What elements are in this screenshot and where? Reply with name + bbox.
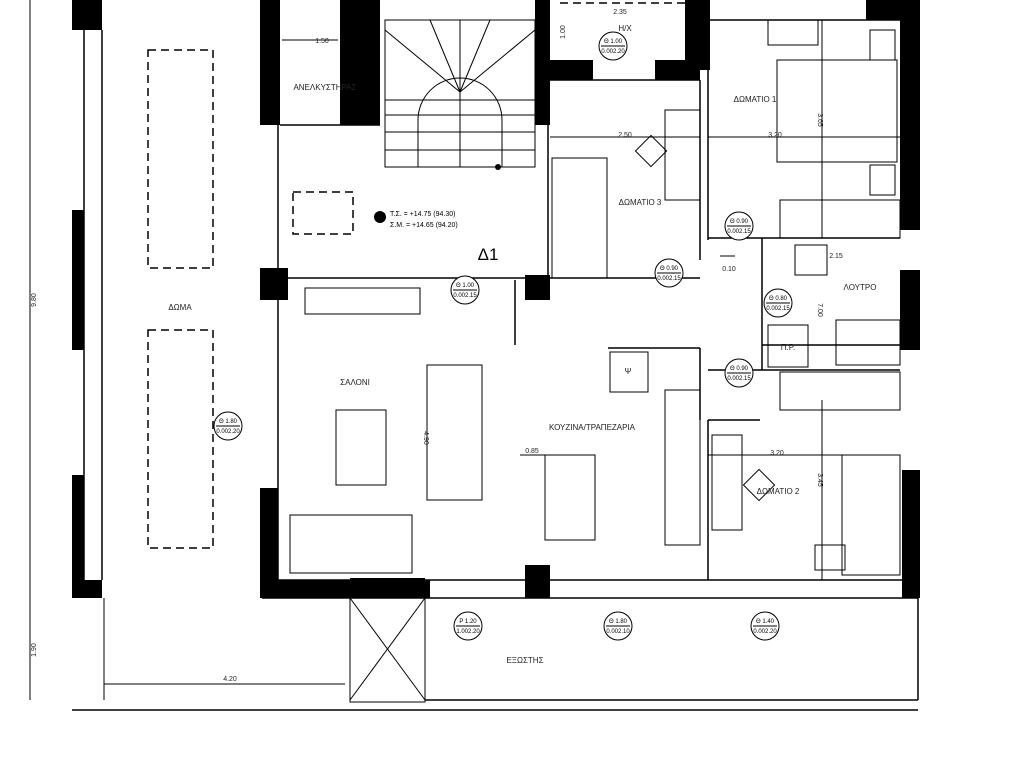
opening-tag: Θ 0.80 0.002.15 — [763, 288, 793, 318]
room-label-bedroom1: ΔΩΜΑΤΙΟ 1 — [734, 95, 777, 104]
opening-tag: Θ 0.90 0.002.15 — [724, 211, 754, 241]
dim-bedroom2-height: 3.45 — [816, 473, 823, 487]
dim-mech-width: 2.35 — [613, 9, 627, 16]
room-label-bedroom3: ΔΩΜΑΤΙΟ 3 — [619, 198, 662, 207]
opening-tag: Θ 1.40 0.002.20 — [750, 611, 780, 641]
tag-height: 2.10 — [618, 629, 630, 635]
dim-bedroom1-height: 3.65 — [816, 113, 823, 127]
dim-bedroom3-width: 2.50 — [618, 132, 632, 139]
dim-elevator-width: 1.50 — [315, 38, 329, 45]
room-label-laundry: Π.Ρ. — [781, 343, 796, 352]
dim-overall-height: 9.80 — [31, 293, 38, 307]
tag-sill-height: 0.002.15 — [727, 229, 751, 235]
room-label-bedroom2: ΔΩΜΑΤΙΟ 2 — [757, 487, 800, 496]
tag-height: 2.20 — [765, 629, 777, 635]
tag-height: 2.15 — [778, 306, 790, 312]
room-label-kitchen: ΚΟΥΖΙΝΑ/ΤΡΑΠΕΖΑΡΙΑ — [549, 423, 636, 432]
opening-tag: Θ 0.90 0.002.15 — [654, 258, 684, 288]
room-label-living: ΣΑΛΟΝΙ — [340, 378, 370, 387]
dim-bedroom2-width: 3.20 — [770, 450, 784, 457]
room-label-bathroom: ΛΟΥΤΡΟ — [844, 283, 877, 292]
tag-sill: 1.00 — [456, 629, 468, 635]
tag-type-width: Θ 0.80 — [769, 296, 788, 302]
tag-height: 2.15 — [739, 376, 751, 382]
tag-type-width: Θ 1.80 — [609, 619, 628, 625]
opening-tag: Θ 0.90 0.002.15 — [724, 358, 754, 388]
dim-table: 0.85 — [525, 448, 539, 455]
tag-sill: 0.00 — [753, 629, 765, 635]
tag-sill: 0.00 — [606, 629, 618, 635]
tag-height: 2.15 — [739, 229, 751, 235]
tag-type-width: Θ 0.90 — [730, 366, 749, 372]
level-structure: Σ.Μ. = +14.65 (94.20) — [390, 222, 458, 229]
tag-sill: 0.00 — [657, 276, 669, 282]
tag-sill-height: 0.002.20 — [601, 49, 625, 55]
room-label-elevator: ΑΝΕΛΚΥΣΤΗΡΑΣ — [293, 83, 356, 92]
tag-sill-height: 0.002.15 — [766, 306, 790, 312]
dim-living-height: 4.90 — [422, 431, 429, 445]
tag-sill-height: 1.002.20 — [456, 629, 480, 635]
tag-type-width: Θ 1.00 — [456, 283, 475, 289]
tag-sill-height: 0.002.15 — [453, 293, 477, 299]
opening-tag: P 1.20 1.002.20 — [453, 611, 483, 641]
dim-mech-height: 1.00 — [560, 25, 567, 39]
dim-bath-width: 2.15 — [829, 253, 843, 260]
tag-sill-height: 0.002.15 — [727, 376, 751, 382]
level-marker-icon — [374, 211, 386, 223]
staircase — [384, 19, 536, 170]
tag-type-width: P 1.20 — [459, 619, 477, 625]
dim-roof-width: 4.20 — [223, 676, 237, 683]
level-finish: Τ.Σ. = +14.75 (94.30) — [390, 211, 455, 218]
tag-type-width: Θ 1.80 — [219, 419, 238, 425]
room-label-balcony: ΕΞΩΣΤΗΣ — [506, 656, 543, 665]
roof-terrace — [29, 0, 918, 711]
tag-height: 2.20 — [613, 49, 625, 55]
tag-height: 2.20 — [228, 429, 240, 435]
opening-tag: Θ 1.80 0.002.10 — [603, 611, 633, 641]
opening-tag: Θ 1.00 0.002.15 — [450, 275, 480, 305]
tag-sill: 0.00 — [216, 429, 228, 435]
tag-height: 2.15 — [465, 293, 477, 299]
unit-label: Δ1 — [478, 245, 499, 264]
room-label-roof: ΔΩΜΑ — [168, 303, 192, 312]
dim-bedroom1-width: 3.20 — [768, 132, 782, 139]
tag-sill: 0.00 — [766, 306, 778, 312]
tag-sill: 0.00 — [453, 293, 465, 299]
shaft-label: Ψ — [625, 367, 632, 376]
tag-type-width: Θ 1.00 — [604, 39, 623, 45]
tag-sill-height: 0.002.15 — [657, 276, 681, 282]
tag-sill: 0.00 — [601, 49, 613, 55]
dim-balcony-height: 1.90 — [31, 643, 38, 657]
tag-sill-height: 0.002.20 — [753, 629, 777, 635]
opening-tag: Θ 1.00 0.002.20 — [598, 31, 628, 61]
opening-tag: Θ 1.80 0.002.20 — [213, 411, 243, 441]
outer-walls — [260, 0, 920, 599]
dim-wall: 0.10 — [722, 266, 736, 273]
tag-height: 2.15 — [669, 276, 681, 282]
tag-height: 2.20 — [468, 629, 480, 635]
tag-sill: 0.00 — [727, 376, 739, 382]
tag-sill: 0.00 — [727, 229, 739, 235]
tag-sill-height: 0.002.10 — [606, 629, 630, 635]
tag-type-width: Θ 0.90 — [730, 219, 749, 225]
dim-total-height: 7.00 — [816, 303, 823, 317]
tag-sill-height: 0.002.20 — [216, 429, 240, 435]
tag-type-width: Θ 0.90 — [660, 266, 679, 272]
room-label-mech: Η/Χ — [618, 24, 632, 33]
tag-type-width: Θ 1.40 — [756, 619, 775, 625]
